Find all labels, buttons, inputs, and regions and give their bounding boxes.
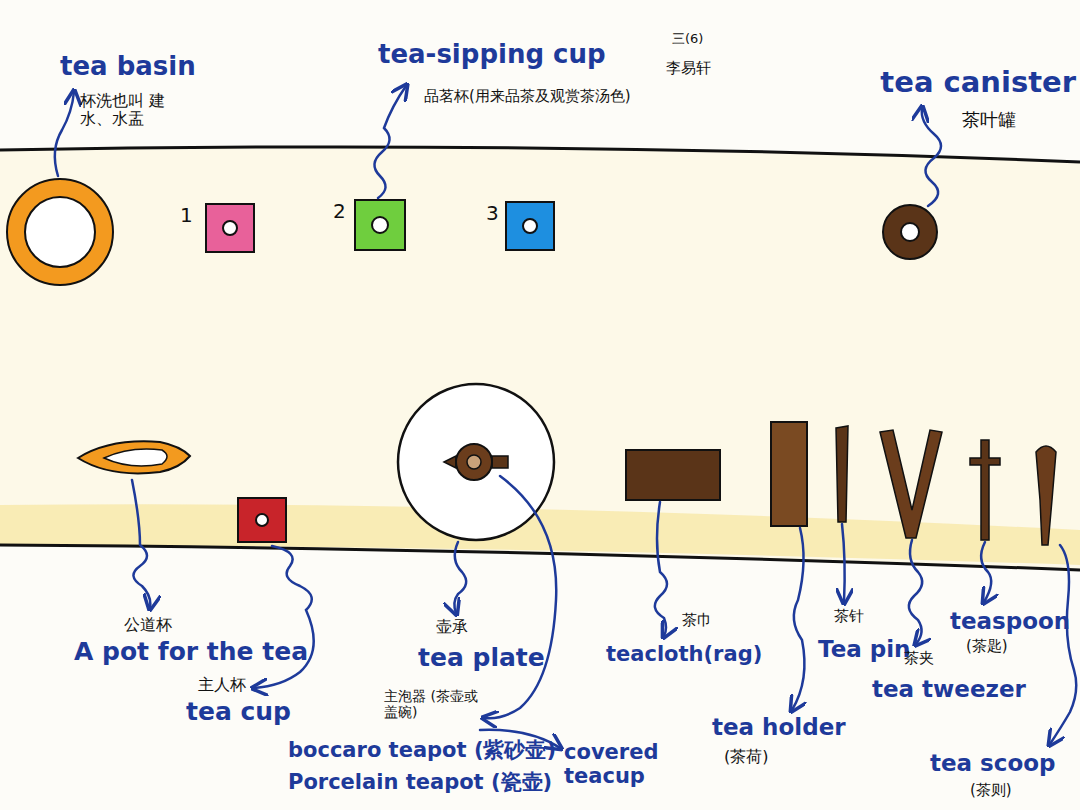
teapot (456, 444, 492, 480)
tea-holder (771, 422, 807, 526)
part-label: 公道杯 (124, 616, 172, 634)
cup-mouth (523, 219, 537, 233)
part-label: 李易轩 (666, 60, 711, 77)
part-label: (茶荷) (724, 748, 768, 766)
fair-pitcher (78, 441, 190, 473)
part-label: 茶巾 (682, 612, 712, 629)
leader-arrow (909, 540, 922, 644)
leader-arrow (922, 108, 941, 206)
part-label: 品茗杯(用来品茶及观赏茶汤色) (424, 88, 631, 105)
part-label: tea scoop (930, 750, 1056, 776)
teaspoon (970, 440, 1000, 540)
tea-scoop (1036, 446, 1056, 545)
leader-arrow (254, 546, 314, 688)
table-edge-line (0, 545, 1080, 570)
part-label: 2 (333, 200, 346, 223)
host-cup (238, 498, 286, 542)
leader-arrow (132, 480, 150, 608)
part-label: A pot for the tea (74, 638, 308, 667)
part-label: boccaro teapot (紫砂壶) (288, 738, 556, 762)
part-label: teacloth(rag) (606, 642, 762, 666)
cup-mouth (256, 514, 268, 526)
tea-basin-ring (16, 188, 104, 276)
part-label: tea basin (60, 52, 196, 82)
part-label: 1 (180, 204, 193, 227)
part-label: tea plate (418, 644, 545, 673)
part-label: 杯洗也叫 建水、水盂 (80, 92, 172, 129)
leader-arrow (981, 542, 991, 602)
tea-basin-outline (7, 179, 113, 285)
sipping-cup (355, 200, 405, 250)
leader-arrow (792, 528, 804, 710)
table-edge-line (0, 147, 1080, 162)
tea-canister (883, 205, 937, 259)
part-label: covered teacup (564, 740, 674, 788)
leader-arrow (374, 86, 406, 198)
tea-basin-inner (25, 197, 95, 267)
pitcher-mouth (104, 449, 167, 466)
part-label: tea tweezer (872, 676, 1026, 702)
cup-mouth (372, 217, 388, 233)
canister-mouth (901, 223, 919, 241)
teapot-lid (467, 455, 481, 469)
teapot-handle (492, 456, 508, 468)
cup-mouth (223, 221, 237, 235)
part-label: 茶针 (834, 608, 864, 625)
leader-arrow (1050, 545, 1076, 744)
part-label: tea-sipping cup (378, 40, 606, 70)
leader-arrow (55, 92, 74, 176)
part-label: (茶则) (970, 782, 1012, 799)
leader-arrow (484, 476, 556, 718)
part-label: teaspoon (950, 608, 1070, 634)
tea-tweezer (880, 430, 942, 538)
part-label: tea holder (712, 714, 846, 740)
tea-cloth (626, 450, 720, 500)
part-label: 3 (486, 202, 499, 225)
tea-pin (836, 426, 848, 522)
part-label: Porcelain teapot (瓷壶) (288, 770, 552, 794)
part-label: 茶叶罐 (962, 110, 1016, 131)
table-surface (0, 147, 1080, 570)
part-label: 主人杯 (198, 676, 246, 694)
part-label: (茶匙) (966, 638, 1008, 655)
part-label: 主泡器 (茶壶或盖碗) (384, 688, 480, 720)
tea-plate (398, 384, 554, 540)
part-label: Tea pin (818, 636, 910, 662)
part-label: tea canister (880, 66, 1076, 99)
leader-arrows (55, 86, 1076, 748)
sipping-cup (206, 204, 254, 252)
part-label: 壶承 (436, 618, 468, 636)
part-label: 茶夹 (904, 650, 934, 667)
sipping-cup (506, 202, 554, 250)
part-label: 三(6) (672, 32, 703, 47)
teapot-spout (444, 456, 456, 468)
leader-arrow (454, 542, 466, 613)
leader-arrow (842, 524, 845, 602)
leader-arrow (655, 502, 667, 636)
part-label: tea cup (186, 698, 291, 727)
